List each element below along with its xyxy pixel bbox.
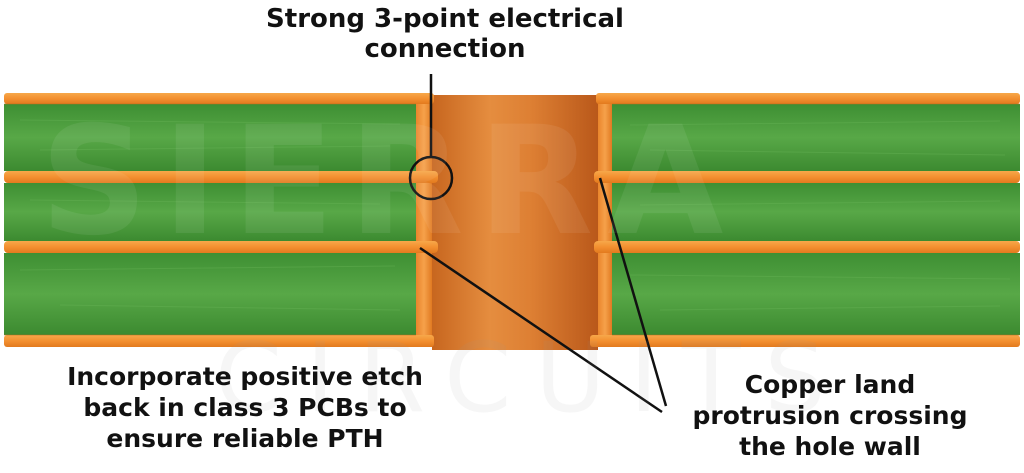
laminate-right-1: [612, 104, 1020, 171]
copper-right-bottom: [590, 335, 1020, 347]
callout-left-line-3: ensure reliable PTH: [106, 424, 384, 453]
layer-edges: [4, 103, 1020, 336]
callout-right-line-2: protrusion crossing: [692, 401, 968, 430]
callout-right-line-1: Copper land: [744, 370, 916, 399]
hole-wall-right: [598, 97, 612, 347]
laminate-right-3: [612, 253, 1020, 335]
hole-wall-left: [416, 97, 432, 347]
callout-left-line-2: back in class 3 PCBs to: [83, 393, 407, 422]
laminate-left-2: [4, 183, 416, 241]
laminate-texture: [19, 119, 1011, 311]
callout-right-line-3: the hole wall: [739, 432, 921, 461]
laminate-left-1: [4, 104, 416, 171]
copper-left-top: [4, 93, 434, 104]
callout-strong-connection: Strong 3-point electrical connection: [190, 6, 700, 66]
copper-left-bottom: [4, 335, 434, 347]
barrel-copper: [432, 95, 598, 350]
callout-top-line-1: Strong 3-point electrical: [266, 4, 624, 34]
copper-right-top: [596, 93, 1020, 104]
copper-left-inner-2: [4, 241, 438, 253]
callout-positive-etch-back: Incorporate positive etch back in class …: [10, 364, 480, 457]
copper-right-inner-1: [594, 171, 1020, 183]
copper-right-inner-2: [594, 241, 1020, 253]
callout-left-line-1: Incorporate positive etch: [67, 362, 423, 391]
copper-left-inner-1: [4, 171, 438, 183]
laminate-left-3: [4, 253, 416, 335]
pointer-right: [598, 177, 668, 407]
callout-copper-land-protrusion: Copper land protrusion crossing the hole…: [655, 372, 1005, 465]
pointer-left: [419, 246, 663, 414]
callout-top-line-2: connection: [364, 34, 526, 64]
laminate-right-2: [612, 183, 1020, 241]
